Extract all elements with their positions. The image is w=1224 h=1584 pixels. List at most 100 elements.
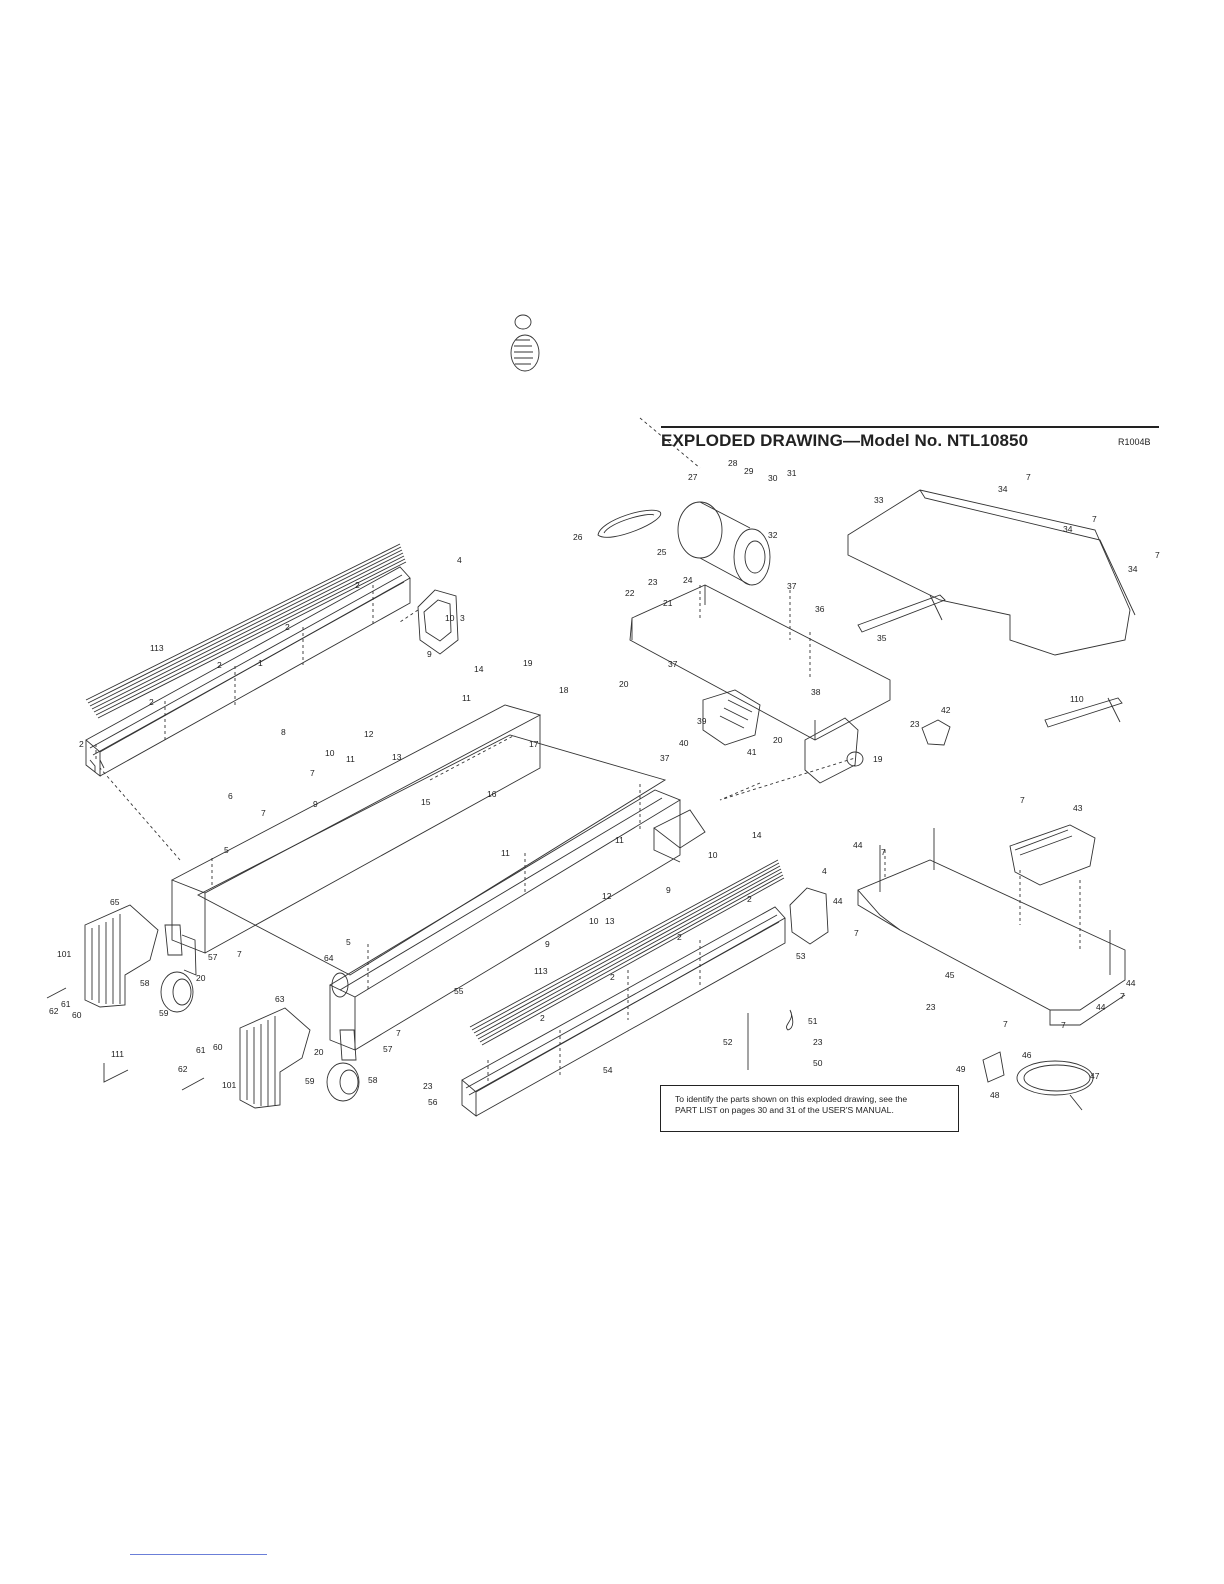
callout-56: 56 bbox=[428, 1097, 438, 1107]
callout-2: 2 bbox=[610, 972, 615, 982]
callout-37: 37 bbox=[787, 581, 797, 591]
callout-19: 19 bbox=[873, 754, 883, 764]
callout-7: 7 bbox=[396, 1028, 401, 1038]
callout-20: 20 bbox=[196, 973, 206, 983]
electronics-42 bbox=[921, 719, 951, 746]
callout-9: 9 bbox=[666, 885, 671, 895]
side-rail-left bbox=[85, 566, 411, 777]
callout-39: 39 bbox=[697, 716, 707, 726]
drawing-code: R1004B bbox=[1118, 437, 1151, 447]
rear-endcap-65 bbox=[84, 904, 159, 1008]
callout-7: 7 bbox=[261, 808, 266, 818]
callout-11: 11 bbox=[501, 848, 510, 858]
drive-belt-26 bbox=[597, 509, 661, 538]
leader-lines bbox=[95, 417, 1081, 1085]
frame-rail-55 bbox=[329, 789, 682, 1051]
callout-11: 11 bbox=[462, 693, 471, 703]
power-cord-47 bbox=[1016, 1060, 1094, 1111]
callout-37: 37 bbox=[668, 659, 678, 669]
callout-7: 7 bbox=[1003, 1019, 1008, 1029]
callout-16: 16 bbox=[487, 789, 497, 799]
callout-20: 20 bbox=[619, 679, 629, 689]
callout-113: 113 bbox=[150, 643, 164, 653]
callout-59: 59 bbox=[305, 1076, 315, 1086]
callout-2: 2 bbox=[149, 697, 154, 707]
motor-hood-33 bbox=[847, 489, 1136, 656]
callout-15: 15 bbox=[421, 797, 431, 807]
rail-cap-3 bbox=[417, 589, 459, 655]
callout-28: 28 bbox=[728, 458, 738, 468]
callout-44: 44 bbox=[833, 896, 843, 906]
callout-17: 17 bbox=[529, 739, 539, 749]
callout-22: 22 bbox=[625, 588, 635, 598]
callout-7: 7 bbox=[310, 768, 315, 778]
foot-brackets bbox=[164, 924, 357, 1061]
callout-44: 44 bbox=[853, 840, 863, 850]
callout-49: 49 bbox=[956, 1064, 966, 1074]
hex-key-111 bbox=[103, 1063, 129, 1083]
base-frame-45 bbox=[857, 828, 1126, 1026]
callout-62: 62 bbox=[178, 1064, 188, 1074]
callout-23: 23 bbox=[813, 1037, 823, 1047]
callout-10: 10 bbox=[589, 916, 599, 926]
handle-110 bbox=[1044, 697, 1123, 728]
callout-110: 110 bbox=[1070, 694, 1084, 704]
callout-21: 21 bbox=[663, 598, 673, 608]
callout-62: 62 bbox=[49, 1006, 59, 1016]
rear-endcap-63 bbox=[239, 1007, 311, 1109]
callout-57: 57 bbox=[383, 1044, 393, 1054]
callout-2: 2 bbox=[355, 580, 360, 590]
callout-51: 51 bbox=[808, 1016, 818, 1026]
callout-58: 58 bbox=[368, 1075, 378, 1085]
callout-4: 4 bbox=[457, 555, 462, 565]
callout-23: 23 bbox=[648, 577, 658, 587]
rail-insert-113a bbox=[85, 543, 407, 719]
callout-61: 61 bbox=[61, 999, 71, 1009]
callout-12: 12 bbox=[364, 729, 374, 739]
callout-7: 7 bbox=[1092, 514, 1097, 524]
side-rail-right-54 bbox=[461, 906, 786, 1117]
callout-57: 57 bbox=[208, 952, 218, 962]
callout-34: 34 bbox=[1128, 564, 1138, 574]
callout-47: 47 bbox=[1090, 1071, 1100, 1081]
callout-41: 41 bbox=[747, 747, 757, 757]
wheel-59b bbox=[326, 1062, 360, 1102]
callout-13: 13 bbox=[605, 916, 615, 926]
footer-link-rule bbox=[130, 1554, 267, 1555]
motor-roller-19b bbox=[846, 751, 864, 767]
callout-53: 53 bbox=[796, 951, 806, 961]
callout-60: 60 bbox=[72, 1010, 82, 1020]
callout-18: 18 bbox=[559, 685, 569, 695]
callout-55: 55 bbox=[454, 986, 464, 996]
controller-board-43 bbox=[1009, 824, 1096, 886]
callout-11: 11 bbox=[346, 754, 355, 764]
ties-51 bbox=[786, 1009, 794, 1031]
rail-cap-53 bbox=[789, 887, 829, 945]
callout-113: 113 bbox=[534, 966, 548, 976]
title-rule bbox=[661, 426, 1159, 428]
callout-19: 19 bbox=[523, 658, 533, 668]
motor-25 bbox=[677, 501, 771, 586]
note-line-2: PART LIST on pages 30 and 31 of the USER… bbox=[675, 1105, 894, 1115]
callout-33: 33 bbox=[874, 495, 884, 505]
callout-37: 37 bbox=[660, 753, 670, 763]
callout-7: 7 bbox=[1061, 1020, 1066, 1030]
callout-30: 30 bbox=[768, 473, 778, 483]
callout-43: 43 bbox=[1073, 803, 1083, 813]
callout-9: 9 bbox=[313, 799, 318, 809]
motor-hood-bracket-frame-right bbox=[653, 809, 706, 863]
callout-9: 9 bbox=[427, 649, 432, 659]
callout-64: 64 bbox=[324, 953, 334, 963]
callout-8: 8 bbox=[281, 727, 286, 737]
part-list-note: To identify the parts shown on this expl… bbox=[660, 1085, 959, 1132]
callout-61: 61 bbox=[196, 1045, 206, 1055]
callout-65: 65 bbox=[110, 897, 120, 907]
front-roller-17 bbox=[510, 334, 540, 372]
motor-controller-40 bbox=[702, 689, 761, 746]
callout-29: 29 bbox=[744, 466, 754, 476]
callout-31: 31 bbox=[787, 468, 797, 478]
rear-roller-64 bbox=[331, 972, 349, 998]
callout-23: 23 bbox=[910, 719, 920, 729]
callout-20: 20 bbox=[314, 1047, 324, 1057]
